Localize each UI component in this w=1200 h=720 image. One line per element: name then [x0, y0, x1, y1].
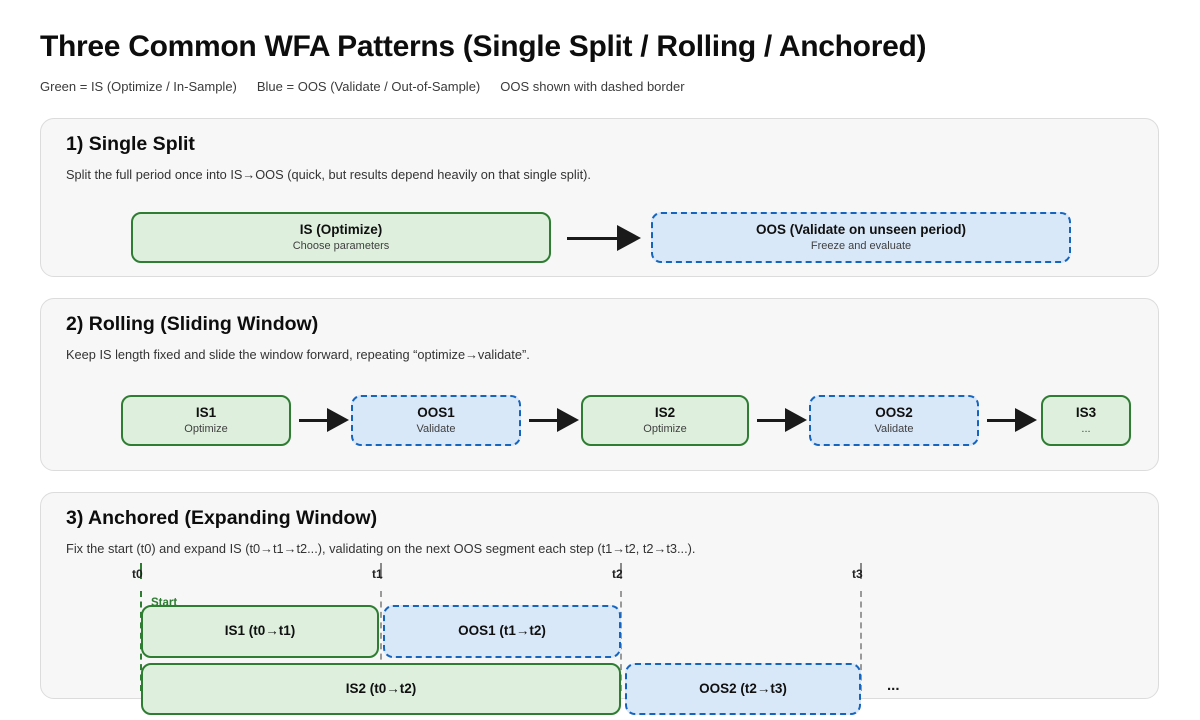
panel-2-description: Keep IS length fixed and slide the windo… [66, 347, 530, 362]
anchored-is1-box: IS1 (t0→t1) [141, 605, 379, 658]
box-title: OOS (Validate on unseen period) [755, 221, 967, 237]
arrow-shaft [987, 418, 1015, 422]
box-title: OOS1 [417, 404, 455, 420]
box-subtitle: Validate [874, 422, 914, 435]
box-title: IS2 [654, 404, 676, 420]
t1-label: t1 [372, 567, 383, 581]
box-title: IS1 [195, 404, 217, 420]
panel-anchored: 3) Anchored (Expanding Window) Fix the s… [40, 492, 1159, 715]
t3-label: t3 [852, 567, 863, 581]
t3-tick [860, 563, 862, 579]
is-optimize-box: IS (Optimize) Choose parameters [131, 212, 551, 263]
t2-label: t2 [612, 567, 623, 581]
oos2-box: OOS2 Validate [809, 395, 979, 446]
box-subtitle: Choose parameters [292, 239, 390, 252]
t0-tick [140, 563, 142, 579]
is3-box: IS3 ... [1041, 395, 1131, 446]
panel-3-description: Fix the start (t0) and expand IS (t0→t1→… [66, 541, 696, 556]
arrow-right-icon [567, 225, 641, 251]
panel-1-description: Split the full period once into IS→OOS (… [66, 167, 591, 182]
legend-item-dashed: OOS shown with dashed border [500, 79, 685, 94]
legend: Green = IS (Optimize / In-Sample) Blue =… [40, 79, 685, 94]
t3-dashed-line [860, 591, 862, 691]
oos1-box: OOS1 Validate [351, 395, 521, 446]
anchored-oos2-box: OOS2 (t2→t3) [625, 663, 861, 715]
box-subtitle: Optimize [184, 422, 228, 435]
box-title: IS1 (t0→t1) [224, 623, 296, 639]
box-subtitle: Validate [416, 422, 456, 435]
t1-tick [380, 563, 382, 579]
continuation-ellipsis: ... [887, 677, 900, 694]
t1-dashed-line [380, 591, 382, 691]
t0-label: t0 [132, 567, 143, 581]
box-title: IS2 (t0→t2) [345, 680, 417, 696]
arrow-head [557, 408, 579, 432]
legend-item-oos: Blue = OOS (Validate / Out-of-Sample) [256, 79, 481, 94]
arrow-right-icon [529, 408, 579, 432]
box-title: OOS2 (t2→t3) [699, 680, 787, 696]
legend-item-is: Green = IS (Optimize / In-Sample) [40, 79, 237, 94]
arrow-right-icon [757, 408, 807, 432]
arrow-head [1015, 408, 1037, 432]
anchored-is2-box: IS2 (t0→t2) [141, 663, 621, 715]
arrow-shaft [299, 418, 327, 422]
page-title: Three Common WFA Patterns (Single Split … [40, 30, 927, 63]
arrow-shaft [757, 418, 785, 422]
panel-2-heading: 2) Rolling (Sliding Window) [66, 313, 319, 335]
arrow-head [785, 408, 807, 432]
box-subtitle: ... [1081, 422, 1091, 435]
is1-box: IS1 Optimize [121, 395, 291, 446]
box-title: OOS2 [875, 404, 913, 420]
box-subtitle: Freeze and evaluate [810, 239, 912, 252]
panel-rolling: 2) Rolling (Sliding Window) Keep IS leng… [40, 298, 1159, 471]
arrow-shaft [529, 418, 557, 422]
box-subtitle: Optimize [643, 422, 687, 435]
box-title: OOS1 (t1→t2) [458, 623, 546, 639]
arrow-right-icon [987, 408, 1037, 432]
arrow-head [617, 225, 641, 251]
t2-dashed-line [620, 591, 622, 691]
t2-tick [620, 563, 622, 579]
panel-single-split: 1) Single Split Split the full period on… [40, 118, 1159, 277]
arrow-head [327, 408, 349, 432]
is2-box: IS2 Optimize [581, 395, 749, 446]
oos-validate-box: OOS (Validate on unseen period) Freeze a… [651, 212, 1071, 263]
panel-1-heading: 1) Single Split [66, 133, 195, 155]
arrow-shaft [567, 236, 617, 240]
panel-3-heading: 3) Anchored (Expanding Window) [66, 507, 378, 529]
anchored-oos1-box: OOS1 (t1→t2) [383, 605, 621, 658]
arrow-right-icon [299, 408, 349, 432]
box-title: IS (Optimize) [299, 221, 383, 237]
box-title: IS3 [1075, 404, 1097, 420]
